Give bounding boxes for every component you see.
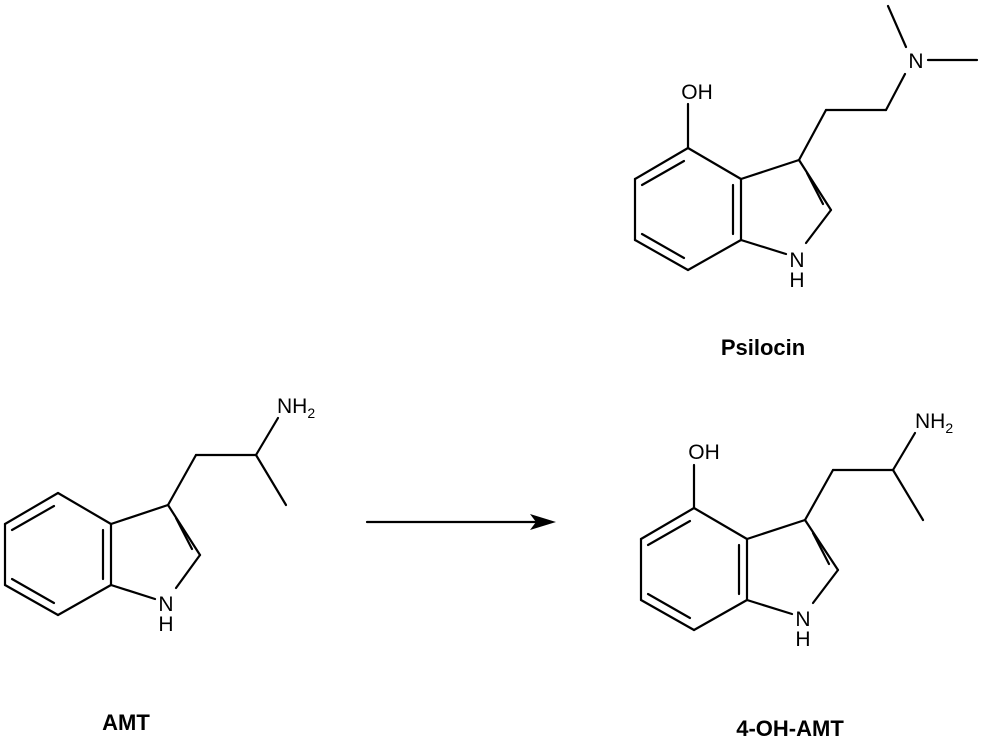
oh-amt-name: 4-OH-AMT (736, 716, 844, 741)
psilocin-ring-h-label: H (789, 269, 804, 292)
amt-ring-h-label: H (158, 613, 173, 636)
psilocin-amine-label: N (908, 50, 923, 73)
oh-amt-amine-label: NH2 (915, 410, 953, 436)
amt-structure: NH2 N H (3, 395, 315, 636)
reaction-arrow (365, 514, 556, 530)
psilocin-structure: OH N N H (633, 4, 979, 292)
psilocin-name: Psilocin (721, 335, 805, 360)
psilocin-hydroxyl-label: OH (681, 81, 713, 104)
amt-ring-n-label: N (158, 593, 173, 616)
oh-amt-structure: OH NH2 N H (639, 410, 953, 651)
psilocin-ring-n-label: N (789, 249, 804, 272)
oh-amt-hydroxyl-label: OH (688, 441, 720, 464)
oh-amt-ring-n-label: N (795, 608, 810, 631)
amt-name: AMT (102, 710, 150, 735)
amt-amine-label: NH2 (277, 395, 315, 421)
oh-amt-ring-h-label: H (795, 628, 810, 651)
